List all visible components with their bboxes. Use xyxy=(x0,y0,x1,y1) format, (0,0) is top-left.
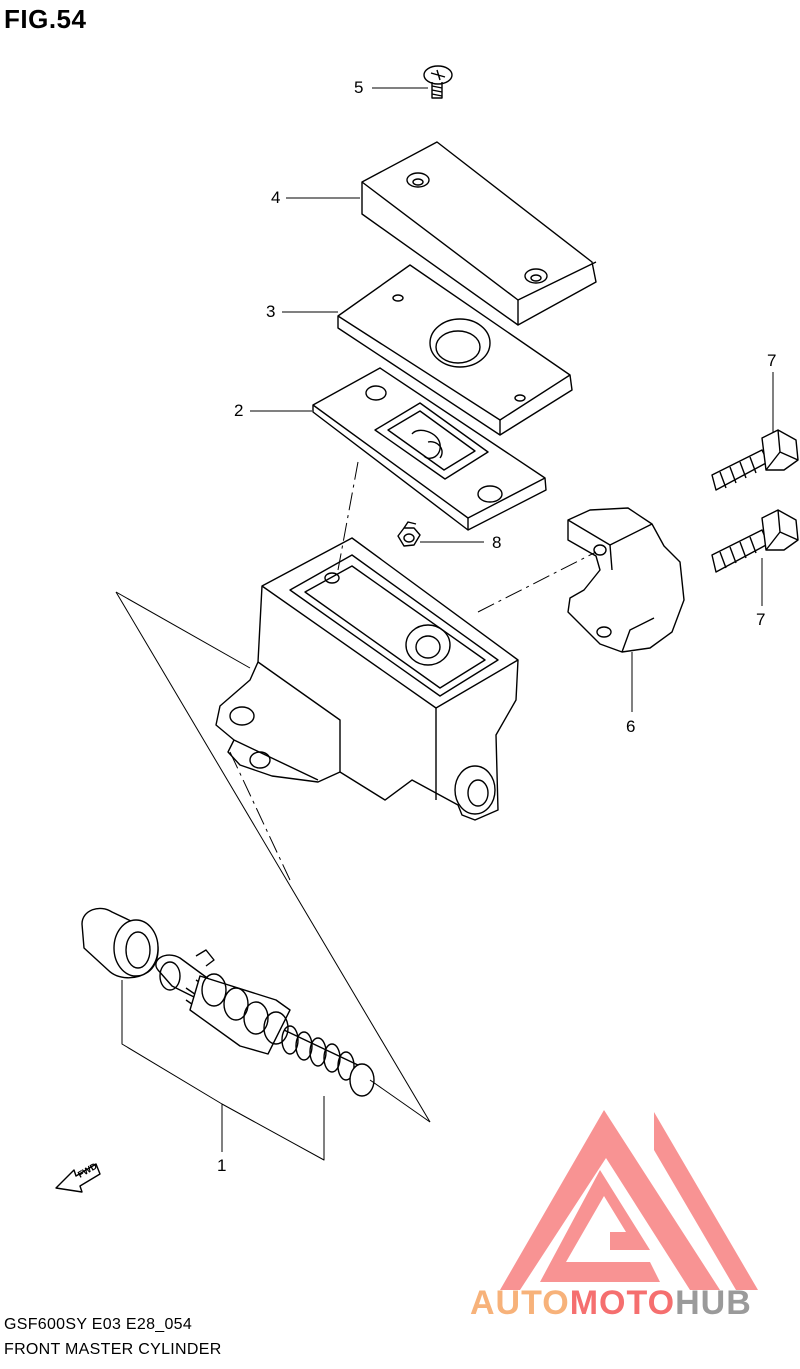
callout-part-2: 2 xyxy=(234,401,244,420)
clip-part-8 xyxy=(397,521,421,547)
plate-part-3 xyxy=(337,264,573,436)
figure-name: FRONT MASTER CYLINDER xyxy=(4,1341,222,1358)
center-lines xyxy=(229,461,597,881)
callout-part-7-upper: 7 xyxy=(767,351,777,370)
callout-part-7-lower: 7 xyxy=(756,610,766,629)
figure-code: GSF600SY E03 E28_054 xyxy=(4,1316,193,1333)
fwd-arrow-icon: FWD xyxy=(55,1161,101,1193)
watermark-brand: AUTOMOTOHUB xyxy=(470,1284,752,1322)
diaphragm-part-2 xyxy=(312,367,547,531)
callout-part-3: 3 xyxy=(266,302,276,321)
callout-part-6: 6 xyxy=(626,717,636,736)
clamp-part-6 xyxy=(567,507,685,653)
leader-lines xyxy=(121,87,774,1161)
piston-assembly-part-1 xyxy=(81,907,375,1097)
callout-part-4: 4 xyxy=(271,188,281,207)
callout-part-8: 8 xyxy=(492,533,502,552)
bolt-part-7-lower xyxy=(711,509,799,573)
reservoir-cap-part-4 xyxy=(361,141,597,326)
master-cylinder-body xyxy=(215,537,519,821)
screw-part-5 xyxy=(423,65,453,99)
exploded-view-lines xyxy=(115,591,431,1123)
callout-part-5: 5 xyxy=(354,78,364,97)
bolt-part-7-upper xyxy=(711,429,799,491)
callout-part-1: 1 xyxy=(217,1156,227,1175)
watermark-logo-icon xyxy=(500,1110,758,1290)
figure-title: FIG.54 xyxy=(4,4,87,34)
